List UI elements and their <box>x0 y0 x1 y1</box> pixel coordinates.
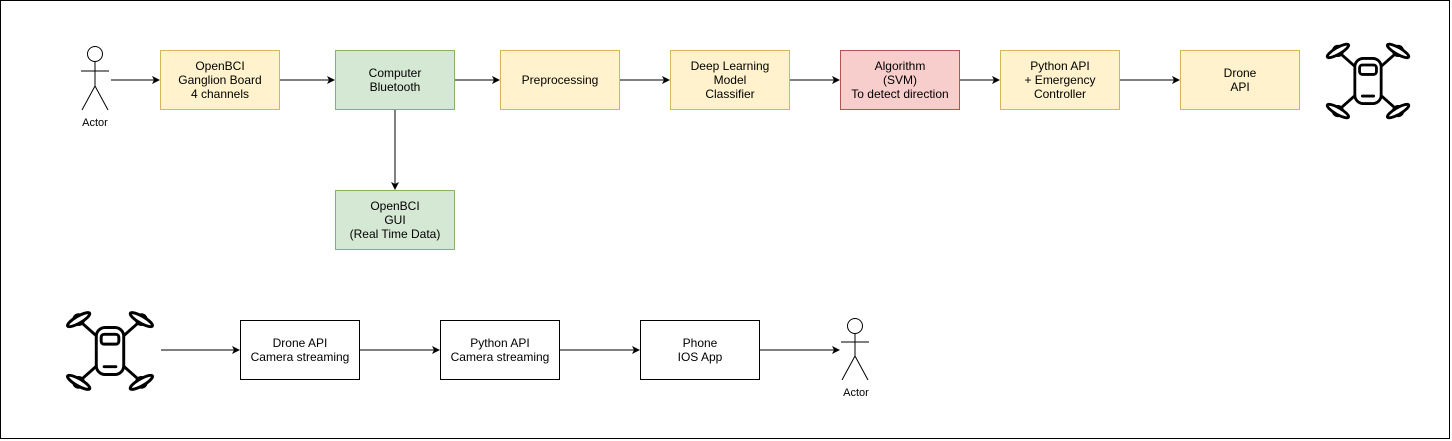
node-openbci-board: OpenBCI Ganglion Board 4 channels <box>160 50 280 110</box>
node-drone-api-camera: Drone API Camera streaming <box>240 320 360 380</box>
drone-icon <box>66 311 154 391</box>
node-deep-learning: Deep Learning Model Classifier <box>670 50 790 110</box>
drone-icon <box>1325 42 1411 120</box>
actor-icon <box>81 46 109 111</box>
node-algorithm-svm: Algorithm (SVM) To detect direction <box>840 50 960 110</box>
node-openbci-gui: OpenBCI GUI (Real Time Data) <box>335 190 455 250</box>
node-python-api-controller: Python API + Emergency Controller <box>1000 50 1120 110</box>
node-computer-bluetooth: Computer Bluetooth <box>335 50 455 110</box>
node-drone-api: Drone API <box>1180 50 1300 110</box>
node-python-api-camera: Python API Camera streaming <box>440 320 560 380</box>
actor-label: Actor <box>843 387 869 399</box>
actor-icon <box>841 318 869 381</box>
node-phone-ios: Phone IOS App <box>640 320 760 380</box>
actor-label: Actor <box>82 117 108 129</box>
node-preprocessing: Preprocessing <box>500 50 620 110</box>
